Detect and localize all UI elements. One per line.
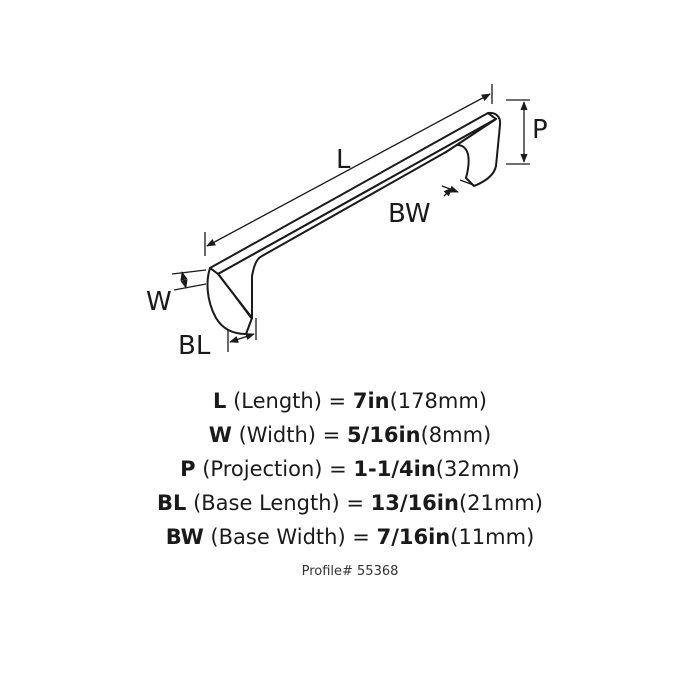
spec-value: 13/16in (370, 491, 459, 515)
label-bw: BW (388, 199, 431, 229)
pull-handle-outline (206, 111, 502, 335)
spec-width: W (Width) = 5/16in(8mm) (0, 418, 700, 452)
spec-base-width: BW (Base Width) = 7/16in(11mm) (0, 520, 700, 554)
spec-metric: (178mm) (389, 389, 487, 413)
spec-desc: (Base Width) = (203, 525, 377, 549)
spec-abbr: W (208, 423, 232, 447)
spec-desc: (Width) = (231, 423, 347, 447)
spec-value: 7/16in (376, 525, 451, 549)
spec-metric: (11mm) (450, 525, 535, 549)
spec-base-length: BL (Base Length) = 13/16in(21mm) (0, 486, 700, 520)
spec-desc: (Length) = (226, 389, 353, 413)
specifications-list: L (Length) = 7in(178mm) W (Width) = 5/16… (0, 384, 700, 554)
label-p: P (532, 115, 548, 145)
spec-metric: (21mm) (458, 491, 543, 515)
label-bl: BL (178, 331, 211, 360)
spec-abbr: BW (165, 525, 204, 549)
spec-value: 5/16in (346, 423, 421, 447)
spec-metric: (8mm) (420, 423, 492, 447)
label-w: W (146, 287, 172, 317)
cabinet-pull-diagram: L P BW W BL (146, 84, 548, 360)
spec-metric: (32mm) (435, 457, 520, 481)
dimension-projection (506, 99, 530, 165)
spec-abbr: L (213, 389, 227, 413)
spec-value: 1-1/4in (353, 457, 436, 481)
pull-edge-line (219, 275, 252, 319)
spec-length: L (Length) = 7in(178mm) (0, 384, 700, 418)
dimension-base-width (441, 179, 477, 197)
profile-number: Profile# 55368 (301, 564, 399, 579)
spec-abbr: BL (157, 491, 187, 515)
pull-bar-front (217, 118, 497, 319)
spec-value: 7in (352, 389, 390, 413)
spec-desc: (Projection) = (195, 457, 354, 481)
dimension-length (204, 84, 493, 256)
pull-bar-top (209, 112, 497, 275)
label-l: L (336, 145, 351, 175)
dimension-base-length (227, 318, 257, 352)
spec-abbr: P (180, 457, 196, 481)
pull-edge-line (245, 317, 253, 335)
dimension-width (171, 269, 207, 291)
spec-desc: (Base Length) = (186, 491, 371, 515)
spec-projection: P (Projection) = 1-1/4in(32mm) (0, 452, 700, 486)
